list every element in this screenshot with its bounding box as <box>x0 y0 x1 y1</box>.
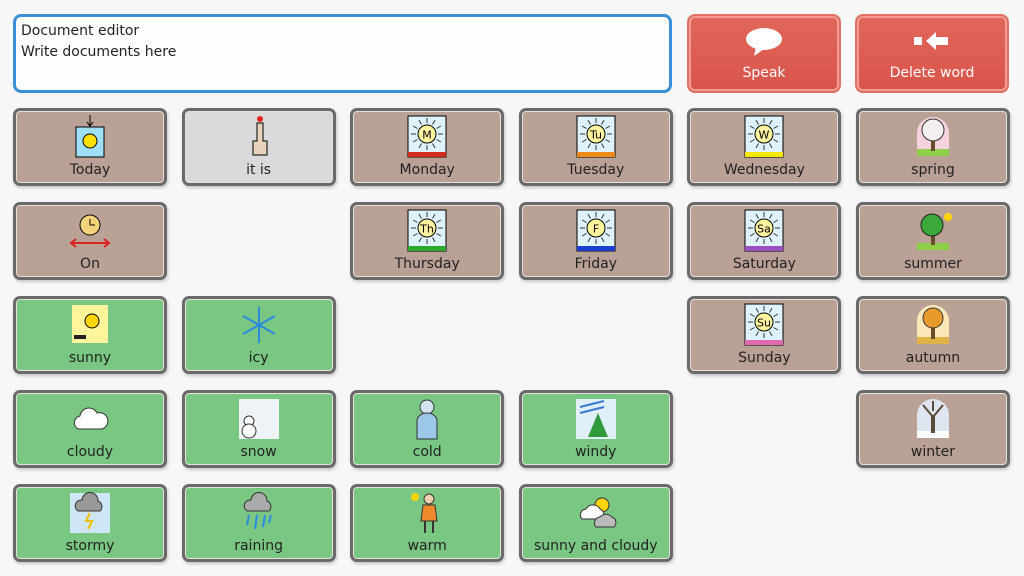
day-letter: Tu <box>589 129 602 142</box>
day-sun-icon: Su <box>744 303 784 346</box>
day-color-bar <box>576 152 615 157</box>
label: stormy <box>65 538 115 554</box>
label: autumn <box>905 350 961 366</box>
label: raining <box>234 538 283 554</box>
summer-tree-icon <box>916 213 952 250</box>
label: Saturday <box>732 256 796 272</box>
cloud-icon <box>73 407 109 430</box>
cell-raining[interactable]: raining <box>181 484 336 562</box>
day-sun-icon: Th <box>407 209 447 252</box>
day-sun-icon: Sa <box>744 209 784 252</box>
speak-button[interactable]: Speak <box>687 14 841 93</box>
rain-cloud-icon <box>243 492 272 530</box>
sun-cloud-icon <box>579 497 617 528</box>
day-color-bar <box>408 246 447 251</box>
cell-warm[interactable]: warm <box>350 484 505 562</box>
snowman-icon <box>238 399 279 439</box>
label: summer <box>904 256 962 272</box>
day-color-bar <box>408 152 447 157</box>
label: spring <box>911 162 955 178</box>
cell-snow[interactable]: snow <box>181 390 336 468</box>
label: Sunday <box>738 350 791 366</box>
cell-stormy[interactable]: stormy <box>13 484 167 562</box>
label: Monday <box>399 162 455 178</box>
cell-wednesday[interactable]: W Wednesday <box>687 108 842 186</box>
spring-tree-icon <box>916 117 949 156</box>
speech-bubble-icon <box>746 27 782 56</box>
day-sun-icon: F <box>576 209 616 252</box>
cell-friday[interactable]: F Friday <box>518 202 673 280</box>
cell-winter[interactable]: winter <box>855 390 1010 468</box>
pointing-hand-icon <box>252 116 268 156</box>
day-letter: Sa <box>758 223 772 236</box>
document-editor[interactable]: Document editor Write documents here <box>13 14 672 93</box>
label: cold <box>412 444 442 460</box>
storm-icon <box>70 492 110 533</box>
label: sunny and cloudy <box>533 538 658 554</box>
windy-tree-icon <box>575 399 616 439</box>
label: cloudy <box>66 444 114 460</box>
label: it is <box>246 162 272 178</box>
cell-it-is[interactable]: it is <box>181 108 336 186</box>
day-letter: F <box>593 223 599 236</box>
day-letter: Su <box>757 317 771 330</box>
cell-today[interactable]: Today <box>13 108 167 186</box>
label: Wednesday <box>723 162 805 178</box>
delete-word-label: Delete word <box>889 64 975 81</box>
cell-cloudy[interactable]: cloudy <box>13 390 167 468</box>
clock-arrow-icon <box>69 214 111 248</box>
label: winter <box>910 444 955 460</box>
cell-sunny[interactable]: sunny <box>13 296 167 374</box>
label: Today <box>69 162 111 178</box>
day-color-bar <box>745 152 784 157</box>
cell-on[interactable]: On <box>13 202 167 280</box>
cell-monday[interactable]: M Monday <box>350 108 505 186</box>
day-color-bar <box>576 246 615 251</box>
cell-windy[interactable]: windy <box>518 390 673 468</box>
autumn-tree-icon <box>916 305 949 344</box>
day-sun-icon: Tu <box>576 115 616 158</box>
label: Friday <box>574 256 617 272</box>
day-letter: M <box>422 129 432 142</box>
label: On <box>80 256 100 272</box>
label: Thursday <box>394 256 460 272</box>
cell-summer[interactable]: summer <box>855 202 1010 280</box>
sunny-icon <box>72 305 108 343</box>
cell-sunny-and-cloudy[interactable]: sunny and cloudy <box>518 484 673 562</box>
day-letter: Th <box>419 223 434 236</box>
today-sun-icon <box>75 115 105 158</box>
day-color-bar <box>745 340 784 345</box>
editor-line-1: Document editor <box>21 23 140 39</box>
warm-person-icon <box>411 493 438 533</box>
delete-word-button[interactable]: Delete word <box>855 14 1009 93</box>
cell-icy[interactable]: icy <box>181 296 336 374</box>
backspace-arrow-icon <box>914 31 948 50</box>
day-color-bar <box>745 246 784 251</box>
cell-autumn[interactable]: autumn <box>855 296 1010 374</box>
label: snow <box>240 444 277 460</box>
editor-line-2: Write documents here <box>21 44 177 60</box>
label: windy <box>575 444 617 460</box>
cold-person-icon <box>416 399 438 440</box>
label: sunny <box>68 350 112 366</box>
cell-cold[interactable]: cold <box>350 390 505 468</box>
day-sun-icon: W <box>744 115 784 158</box>
label: icy <box>248 350 269 366</box>
speak-label: Speak <box>742 64 786 81</box>
label: warm <box>407 538 447 554</box>
snowflake-icon <box>242 307 276 343</box>
cell-spring[interactable]: spring <box>855 108 1010 186</box>
label: Tuesday <box>567 162 625 178</box>
winter-tree-icon <box>916 399 949 438</box>
day-sun-icon: M <box>407 115 447 158</box>
day-letter: W <box>759 129 770 142</box>
